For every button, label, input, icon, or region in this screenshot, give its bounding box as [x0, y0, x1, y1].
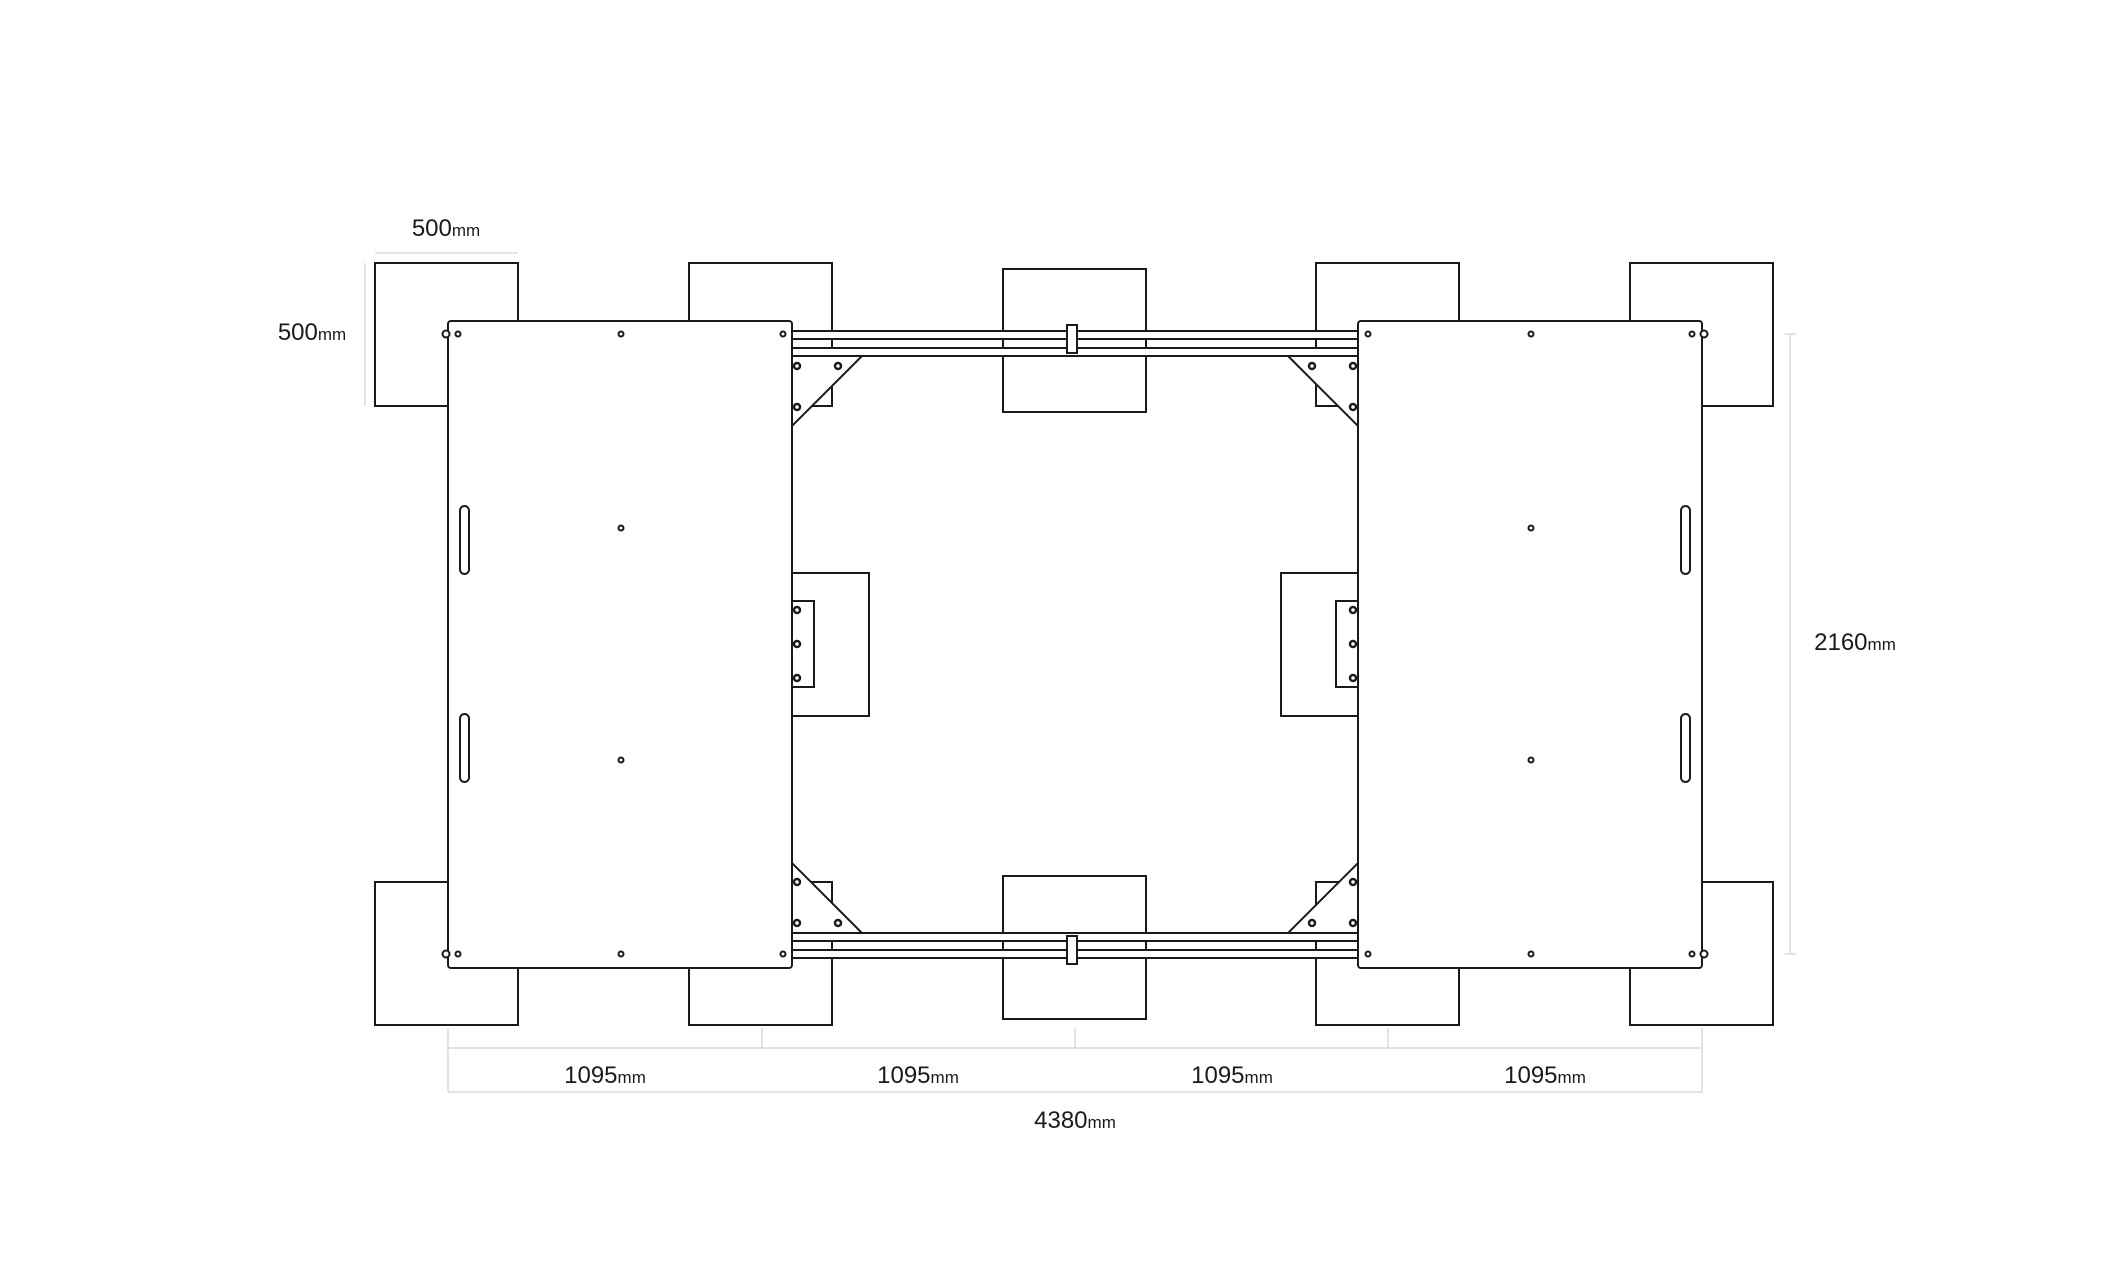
platform-right-panel: [1357, 320, 1703, 969]
label-overall-depth: 2160mm: [1814, 629, 1896, 656]
brace-bottom-right: [1285, 860, 1359, 934]
frame-rails: [791, 324, 1359, 965]
platform-right-bolts: [1364, 329, 1709, 959]
connector-bolts: [792, 605, 1358, 683]
label-segment-4: 1095mm: [1504, 1062, 1586, 1089]
label-segment-1: 1095mm: [564, 1062, 646, 1089]
label-block-width: 500mm: [412, 215, 480, 242]
rail-joint-bottom: [1066, 935, 1078, 965]
brace-top-right: [1285, 355, 1359, 429]
label-segment-2: 1095mm: [877, 1062, 959, 1089]
platform-left-handle-slot-2: [459, 713, 470, 783]
label-block-depth: 500mm: [278, 319, 346, 346]
label-segment-3: 1095mm: [1191, 1062, 1273, 1089]
brace-bolts: [792, 361, 1358, 928]
platform-left-panel: [447, 320, 793, 969]
dimension-labels: 500mm 500mm 2160mm 1095mm 1095mm 1095mm …: [278, 215, 1896, 1134]
brace-bottom-left: [791, 860, 865, 934]
platform-right-handle-slot-2: [1680, 713, 1691, 783]
brace-top-left: [791, 355, 865, 429]
dimension-lines: [364, 252, 1796, 1093]
platform-right-handle-slot-1: [1680, 505, 1691, 575]
middle-connector-plates: [791, 600, 1359, 688]
platform-left-bolts: [441, 329, 787, 959]
label-overall-length: 4380mm: [1034, 1107, 1116, 1134]
foundation-block-bottom-3: [1002, 875, 1147, 1020]
platform-right: [1357, 320, 1709, 969]
rail-joint-top: [1066, 324, 1078, 354]
platform-left-handle-slot-1: [459, 505, 470, 575]
corner-braces: [791, 355, 1359, 934]
platform-left: [441, 320, 793, 969]
